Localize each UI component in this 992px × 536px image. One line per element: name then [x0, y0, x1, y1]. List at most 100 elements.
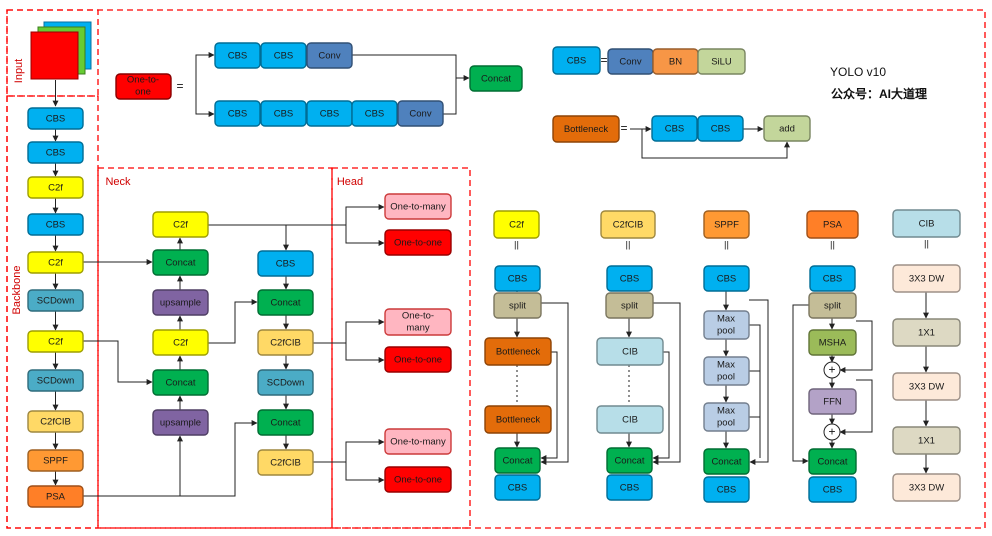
- arrow-psa-to-concat4: [180, 420, 258, 497]
- detail-psa-split-label: split: [824, 301, 841, 312]
- detail-c2fcib-concat-label: Concat: [614, 456, 644, 467]
- legend-cbs-def-label: CBS: [567, 56, 587, 67]
- detail-c2fcib-split-label: split: [621, 301, 638, 312]
- head-one-to-many-1-box: [384, 193, 452, 220]
- detail-sppf-pool-2-l1: Max: [717, 360, 735, 371]
- legend-split-bottom: [195, 87, 215, 117]
- head-one-to-many-2-label-2: many: [406, 323, 429, 334]
- arrow-to-head-otm-2: [313, 319, 385, 344]
- arrow-to-head-oto-2: [345, 343, 385, 363]
- legend-cbs-silu-label: SiLU: [711, 57, 732, 68]
- backbone-scdown-7-box: [27, 369, 84, 392]
- backbone-cbs-1-label: CBS: [46, 148, 66, 159]
- backbone-scdown-7-label: SCDown: [37, 376, 75, 387]
- detail-sppf-pool-3-l1: Max: [717, 406, 735, 417]
- detail-sppf-pool-3-l2: pool: [717, 418, 735, 429]
- head-one-to-many-2-box: [384, 308, 452, 336]
- backbone-cbs-3-label: CBS: [46, 220, 66, 231]
- detail-c2f-concat-box: [494, 447, 541, 474]
- neck-region-label: Neck: [105, 176, 131, 188]
- legend-equals-3: =: [620, 121, 627, 135]
- detail-cib-dw-1-box: [892, 264, 961, 293]
- legend-row2-cbs-2-label: CBS: [274, 109, 294, 120]
- legend-bneck-cbs-1-label: CBS: [665, 124, 685, 135]
- detail-psa-plus-0: [823, 361, 841, 379]
- detail-psa-plus-label-0: +: [828, 363, 835, 377]
- legend-bottleneck-def-box: [552, 115, 620, 143]
- backbone-c2fcib-8-box: [27, 410, 84, 433]
- detail-c2f-split-label: split: [509, 301, 526, 312]
- detail-c2fcib-tag-equiv: ||: [626, 240, 631, 251]
- neck-concat-4-label: Concat: [270, 418, 300, 429]
- detail-psa-tag-label: PSA: [823, 220, 843, 231]
- d-c2f-skip-2: [540, 351, 558, 461]
- backbone-region-label: Backbone: [11, 266, 23, 315]
- legend-row1-cbs-2-label: CBS: [274, 51, 294, 62]
- detail-c2fcib-tag-label: C2fCIB: [613, 220, 644, 231]
- detail-c2f-cbs-1-box: [494, 265, 541, 292]
- d-cib-skip-1: [652, 302, 681, 465]
- backbone-c2f-2-box: [27, 176, 84, 199]
- legend-cbs-conv-label: Conv: [619, 57, 641, 68]
- detail-cib-dw-1-label: 3X3 DW: [909, 274, 944, 285]
- legend-concat-box: [469, 65, 523, 92]
- d-psa-res-1: [839, 320, 873, 373]
- detail-psa-msha-box: [808, 329, 857, 356]
- d-sppf-skip-0: [749, 299, 769, 465]
- legend-one-to-one-label: One-to-: [127, 75, 159, 86]
- legend-row2-cbs-4-box: [351, 100, 398, 127]
- neck-c2fcib-1-label: C2fCIB: [270, 338, 301, 349]
- detail-psa-plus-1: [823, 423, 841, 441]
- arrow-c2f-to-concat3: [208, 299, 258, 344]
- d-c2f-skip-1: [540, 302, 569, 465]
- detail-cib-dw-2-label: 3X3 DW: [909, 382, 944, 393]
- legend-row2-cbs-1-label: CBS: [228, 109, 248, 120]
- arrow-to-head-oto-3: [345, 462, 385, 483]
- arrow-to-head-oto-1: [345, 225, 385, 246]
- detail-psa-msha-label: MSHA: [819, 338, 847, 349]
- backbone-c2f-6-box: [27, 330, 84, 353]
- d-cib-skip-2: [652, 351, 670, 461]
- input-region-label: Input: [13, 59, 25, 83]
- detail-sppf-pool-1-l1: Max: [717, 314, 735, 325]
- detail-sppf-pool-2-box: [703, 356, 750, 386]
- detail-sppf-tag-box: [703, 210, 750, 239]
- detail-sppf-cbs-1-label: CBS: [717, 274, 737, 285]
- backbone-c2f-4-label: C2f: [48, 258, 63, 269]
- detail-c2f-bneck-2-label: Bottleneck: [496, 415, 541, 426]
- head-one-to-one-2-box: [384, 346, 452, 373]
- head-one-to-one-3-label: One-to-one: [394, 475, 442, 486]
- legend-bneck-residual: [641, 129, 790, 159]
- detail-sppf-tag-equiv: ||: [724, 240, 729, 251]
- detail-c2fcib-cbs-2-box: [606, 474, 653, 501]
- detail-c2f-bneck-1-label: Bottleneck: [496, 347, 541, 358]
- legend-bneck-cbs-1-box: [651, 115, 698, 142]
- detail-sppf-pool-1-box: [703, 310, 750, 340]
- neck-concat-2-box: [152, 369, 209, 396]
- detail-c2fcib-cbs-2-label: CBS: [620, 483, 640, 494]
- detail-sppf-cbs-1-box: [703, 265, 750, 292]
- head-region: [331, 167, 471, 529]
- neck-scdown-label: SCDown: [267, 378, 305, 389]
- detail-psa-tag-box: [806, 210, 859, 239]
- diagram-subtitle: 公众号：AI大道理: [831, 86, 927, 101]
- head-one-to-one-3-box: [384, 466, 452, 493]
- neck-c2fcib-2-label: C2fCIB: [270, 458, 301, 469]
- legend-equals-1: =: [176, 79, 183, 93]
- neck-cbs-right-label: CBS: [276, 259, 296, 270]
- detail-c2fcib-split-box: [605, 292, 654, 319]
- legend-row1-cbs-1-label: CBS: [228, 51, 248, 62]
- detail-c2f-split-box: [493, 292, 542, 319]
- detail-sppf-pool-1-l2: pool: [717, 326, 735, 337]
- detail-psa-ffn-box: [808, 388, 857, 415]
- neck-concat-2-label: Concat: [165, 378, 195, 389]
- backbone-cbs-0-label: CBS: [46, 114, 66, 125]
- legend-cbs-bn-label: BN: [669, 57, 682, 68]
- backbone-sppf-9-box: [27, 449, 84, 472]
- neck-concat-1-label: Concat: [165, 258, 195, 269]
- neck-c2f-top-label: C2f: [173, 220, 188, 231]
- neck-c2f-mid-box: [152, 329, 209, 356]
- diagram-title: YOLO v10: [830, 65, 886, 79]
- neck-scdown-box: [257, 369, 314, 396]
